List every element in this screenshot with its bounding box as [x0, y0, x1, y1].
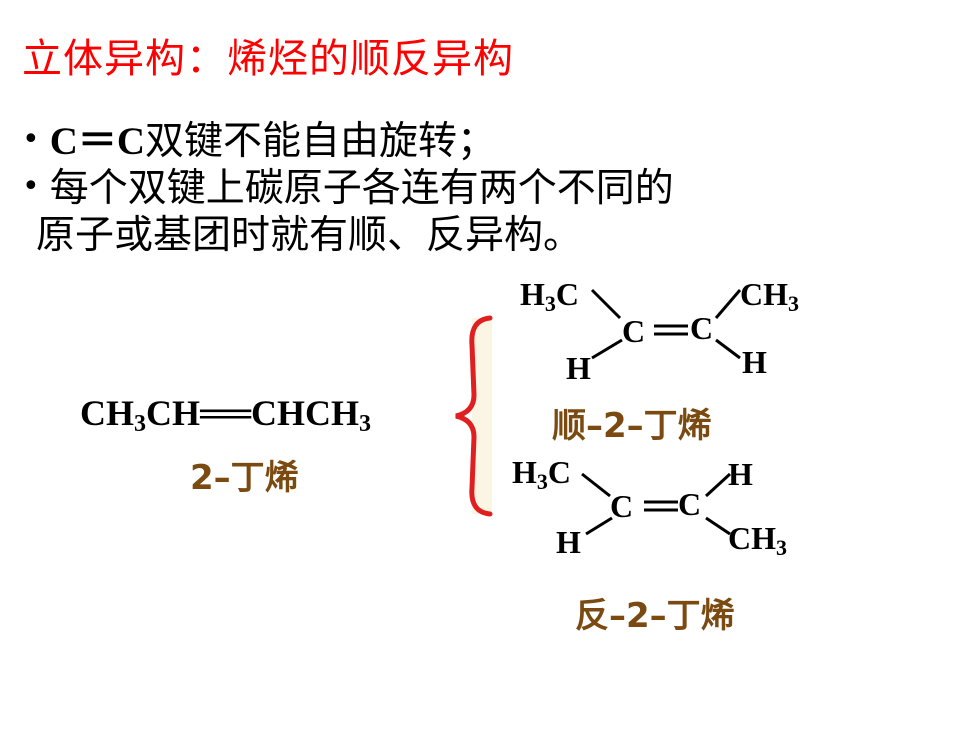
cis-carbon-1: C	[622, 313, 646, 349]
cis-bond-bottom-right	[715, 338, 741, 360]
cis-name: 顺–2–丁烯	[552, 406, 712, 446]
butene-formula: CH3CH══CHCH3	[80, 393, 372, 437]
bullet-2-continued: 原子或基团时就有顺、反异构。	[36, 213, 583, 258]
cis-bottom-right-atom: H	[742, 344, 767, 380]
cis-bottom-left-atom: H	[566, 350, 591, 386]
bullet-1: • C＝C双键不能自由旋转；	[22, 110, 496, 166]
cis-bond-top-left	[590, 288, 622, 320]
cis-top-right-group: CH3	[740, 276, 799, 316]
bullet-marker: •	[22, 169, 40, 204]
trans-name: 反–2–丁烯	[575, 596, 735, 636]
trans-bond-bottom-right	[705, 516, 731, 536]
brace-icon	[455, 315, 493, 517]
cis-bond-bottom-left	[591, 338, 623, 360]
trans-top-right-atom: H	[728, 456, 753, 492]
trans-bottom-right-group: CH3	[728, 520, 787, 560]
trans-top-left-group: H3C	[512, 454, 571, 494]
cis-top-left-group: H3C	[520, 276, 579, 316]
trans-bond-top-right	[704, 472, 732, 498]
trans-bond-bottom-left	[585, 516, 613, 536]
trans-bond-top-left	[581, 472, 611, 498]
bullet-marker: •	[22, 122, 40, 157]
trans-carbon-2: C	[678, 486, 702, 522]
bullet-2-text: 每个双键上碳原子各连有两个不同的	[49, 166, 674, 211]
double-bond-label: C＝C	[49, 120, 146, 163]
butene-name: 2–丁烯	[190, 458, 299, 498]
trans-bottom-left-atom: H	[556, 524, 581, 560]
bullet-1-text: 双键不能自由旋转；	[145, 119, 497, 164]
slide-title: 立体异构：烯烃的顺反异构	[22, 36, 514, 82]
cis-carbon-2: C	[690, 310, 714, 346]
bullet-2: • 每个双键上碳原子各连有两个不同的	[22, 157, 674, 213]
brace-backdrop	[472, 318, 492, 514]
trans-carbon-1: C	[610, 488, 634, 524]
cis-bond-top-right	[714, 289, 742, 319]
